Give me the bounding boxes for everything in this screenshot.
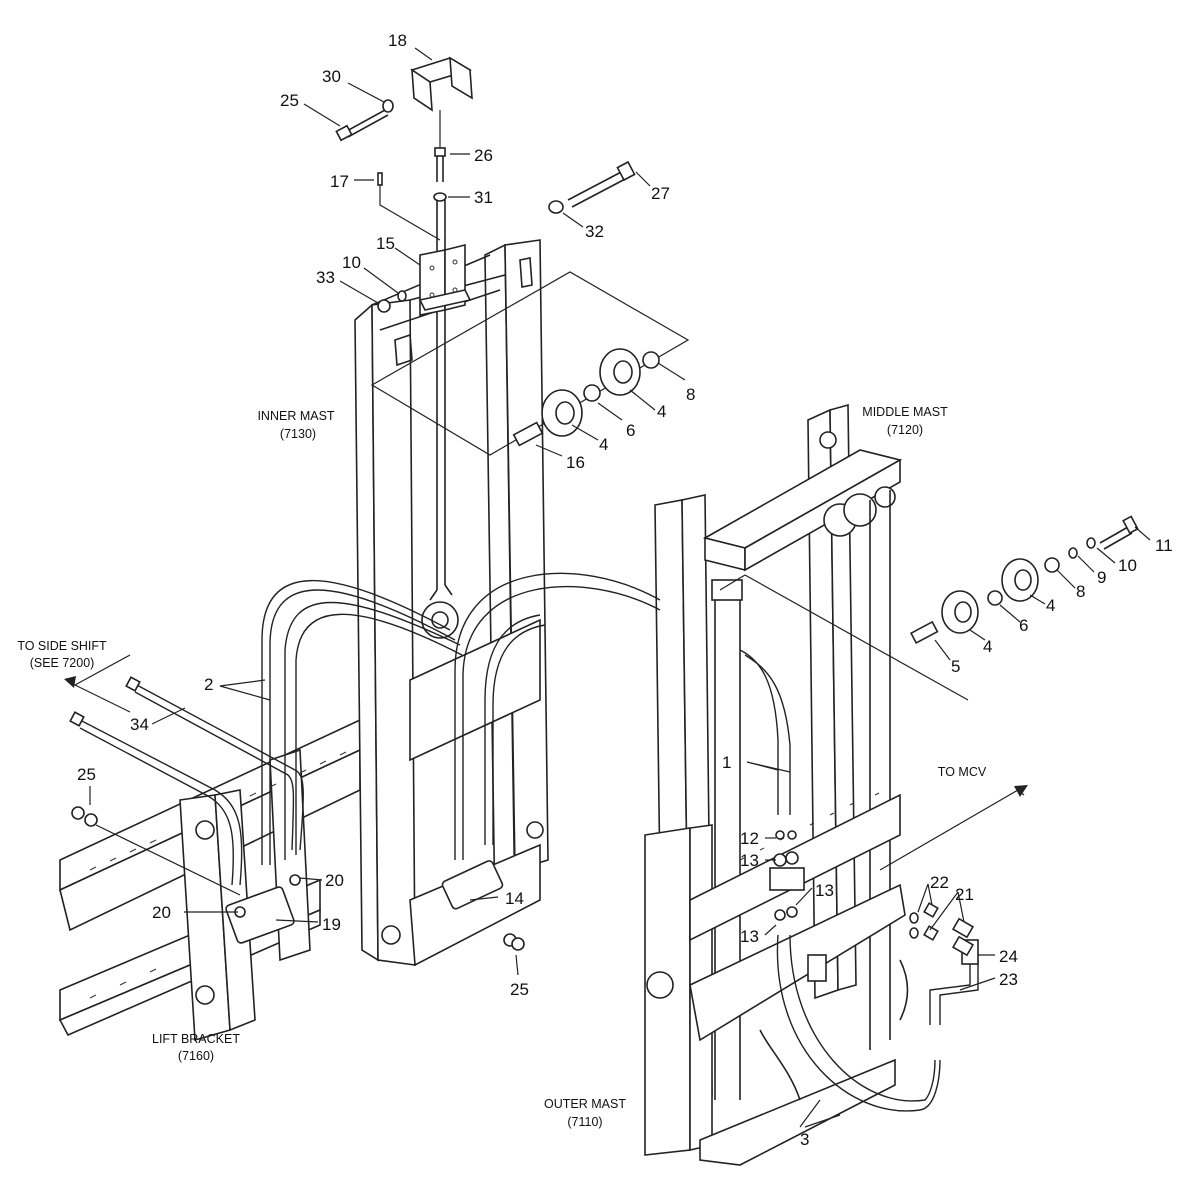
callout-3: 3 <box>800 1130 809 1149</box>
side-shift-label: TO SIDE SHIFT <box>17 639 107 653</box>
callout-4-upper-a: 4 <box>657 402 666 421</box>
side-shift-ref: (SEE 7200) <box>30 656 95 670</box>
lift-bracket-label: LIFT BRACKET <box>152 1032 240 1046</box>
inner-mast-code: (7130) <box>280 427 316 441</box>
callout-14: 14 <box>505 889 524 908</box>
middle-mast-code: (7120) <box>887 423 923 437</box>
callout-5: 5 <box>951 657 960 676</box>
callout-8-upper: 8 <box>686 385 695 404</box>
callout-6-upper: 6 <box>626 421 635 440</box>
outer-mast-label: OUTER MAST <box>544 1097 626 1111</box>
callout-31: 31 <box>474 188 493 207</box>
hoses <box>69 572 979 1112</box>
callout-19: 19 <box>322 915 341 934</box>
callout-8-lower: 8 <box>1076 582 1085 601</box>
callout-17: 17 <box>330 172 349 191</box>
callout-33: 33 <box>316 268 335 287</box>
callout-21: 21 <box>955 885 974 904</box>
callout-1: 1 <box>722 753 731 772</box>
callout-11: 11 <box>1155 536 1173 555</box>
callout-26: 26 <box>474 146 493 165</box>
callout-6-lower: 6 <box>1019 616 1028 635</box>
callout-4-lower-a: 4 <box>1046 596 1055 615</box>
assembly-captions: INNER MAST (7130) MIDDLE MAST (7120) OUT… <box>17 405 987 1129</box>
callout-23: 23 <box>999 970 1018 989</box>
callout-13-a: 13 <box>740 851 759 870</box>
callout-25-left: 25 <box>77 765 96 784</box>
callout-numbers: 18 30 25 26 17 31 27 32 15 10 33 8 4 6 4… <box>77 31 1173 1149</box>
leader-lines <box>89 47 1151 1128</box>
callout-4-upper-b: 4 <box>599 435 608 454</box>
callout-20-a: 20 <box>325 871 344 890</box>
middle-mast-label: MIDDLE MAST <box>862 405 948 419</box>
callout-24: 24 <box>999 947 1018 966</box>
callout-9: 9 <box>1097 568 1106 587</box>
callout-18: 18 <box>388 31 407 50</box>
callout-20-b: 20 <box>152 903 171 922</box>
sheave-explode-lines-upper <box>370 271 690 456</box>
callout-12: 12 <box>740 829 759 848</box>
inner-mast-label: INNER MAST <box>257 409 334 423</box>
callout-13-c: 13 <box>740 927 759 946</box>
callout-32: 32 <box>585 222 604 241</box>
fittings <box>71 806 975 957</box>
callout-4-lower-b: 4 <box>983 637 992 656</box>
callout-15: 15 <box>376 234 395 253</box>
callout-10-right: 10 <box>1118 556 1137 575</box>
callout-22: 22 <box>930 873 949 892</box>
callout-25-top: 25 <box>280 91 299 110</box>
outer-mast-drawing <box>644 792 909 1166</box>
top-hardware <box>335 99 636 313</box>
inner-mast-drawing <box>354 200 549 967</box>
callout-10-top: 10 <box>342 253 361 272</box>
callout-25-center: 25 <box>510 980 529 999</box>
sheave-explode-lines-lower <box>719 574 969 701</box>
bracket-15-drawing <box>418 243 472 316</box>
callout-2: 2 <box>204 675 213 694</box>
callout-27: 27 <box>651 184 670 203</box>
to-mcv-label: TO MCV <box>938 765 987 779</box>
callout-34: 34 <box>130 715 149 734</box>
sheaves-upper <box>512 348 660 447</box>
callout-30: 30 <box>322 67 341 86</box>
callout-16: 16 <box>566 453 585 472</box>
bracket-18-drawing <box>410 56 473 150</box>
routing-arrows <box>64 654 1028 871</box>
outer-mast-code: (7110) <box>567 1115 602 1129</box>
sheaves-lower <box>909 515 1139 645</box>
lift-bracket-code: (7160) <box>178 1049 214 1063</box>
callout-13-b: 13 <box>815 881 834 900</box>
